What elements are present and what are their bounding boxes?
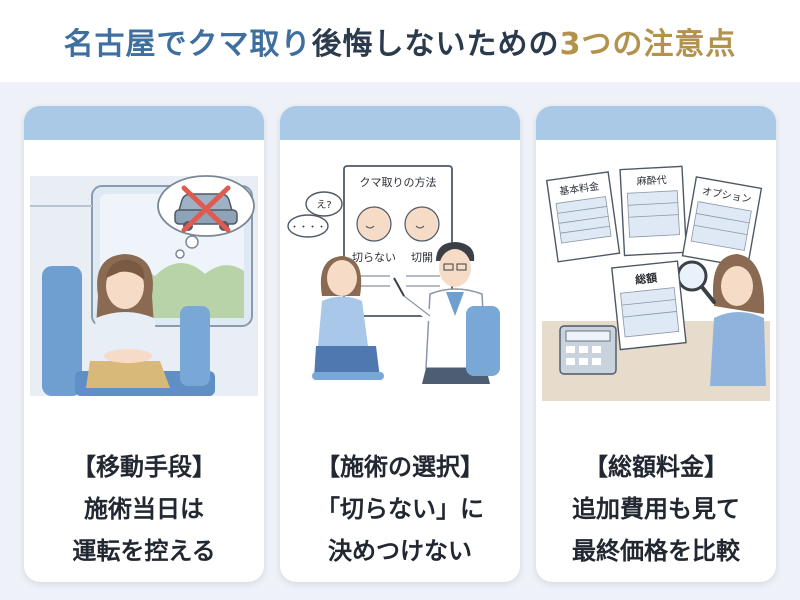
card-caption: 【移動手段】 施術当日は 運転を控える bbox=[24, 446, 264, 572]
card-transportation: 【移動手段】 施術当日は 運転を控える bbox=[24, 106, 264, 582]
magnifier-icon bbox=[676, 260, 716, 304]
card-line-1: 「切らない」に bbox=[316, 495, 484, 523]
doc-anesthesia-title: 麻酔代 bbox=[636, 173, 667, 188]
card-caption: 【施術の選択】 「切らない」に 決めつけない bbox=[280, 446, 520, 572]
card-header-band bbox=[24, 106, 264, 140]
card-line-2: 決めつけない bbox=[328, 537, 472, 565]
price-comparison-illustration: 基本料金 麻酔代 オプション bbox=[542, 165, 770, 401]
bubble-question-text: え? bbox=[316, 199, 331, 211]
card-line-2: 運転を控える bbox=[72, 537, 216, 565]
cross-icon bbox=[181, 185, 231, 233]
train-passenger-illustration bbox=[30, 175, 258, 396]
title-part-highlight: 3つの注意点 bbox=[559, 27, 737, 62]
card-header-band bbox=[536, 106, 776, 140]
title-part-middle: 後悔しないための bbox=[311, 27, 560, 62]
calculator-icon bbox=[559, 325, 617, 375]
board-title: クマ取りの方法 bbox=[360, 175, 437, 189]
card-line-2: 最終価格を比較 bbox=[572, 537, 740, 565]
card-line-1: 施術当日は bbox=[84, 495, 204, 523]
card-line-1: 追加費用も見て bbox=[572, 495, 740, 523]
card-caption: 【総額料金】 追加費用も見て 最終価格を比較 bbox=[536, 446, 776, 572]
card-heading: 【移動手段】 bbox=[72, 453, 216, 481]
consultation-illustration: クマ取りの方法 切らない 切開 え? ・・・・ bbox=[287, 165, 500, 384]
board-label-incision: 切開 bbox=[411, 251, 433, 264]
doc-total-title: 総額 bbox=[634, 270, 657, 286]
card-heading: 【施術の選択】 bbox=[316, 453, 484, 481]
bubble-dots-text: ・・・・ bbox=[290, 223, 326, 233]
card-header-band bbox=[280, 106, 520, 140]
card-total-price: 基本料金 麻酔代 オプション bbox=[536, 106, 776, 582]
board-label-nonsurgical: 切らない bbox=[352, 251, 396, 264]
header: 名古屋でクマ取り後悔しないための3つの注意点 bbox=[0, 0, 800, 82]
title-part-topic: 名古屋でクマ取り bbox=[63, 27, 312, 62]
card-heading: 【総額料金】 bbox=[584, 453, 728, 481]
page-title: 名古屋でクマ取り後悔しないための3つの注意点 bbox=[64, 19, 737, 63]
card-treatment-choice: クマ取りの方法 切らない 切開 え? ・・・・ 【施術の選 bbox=[280, 106, 520, 582]
